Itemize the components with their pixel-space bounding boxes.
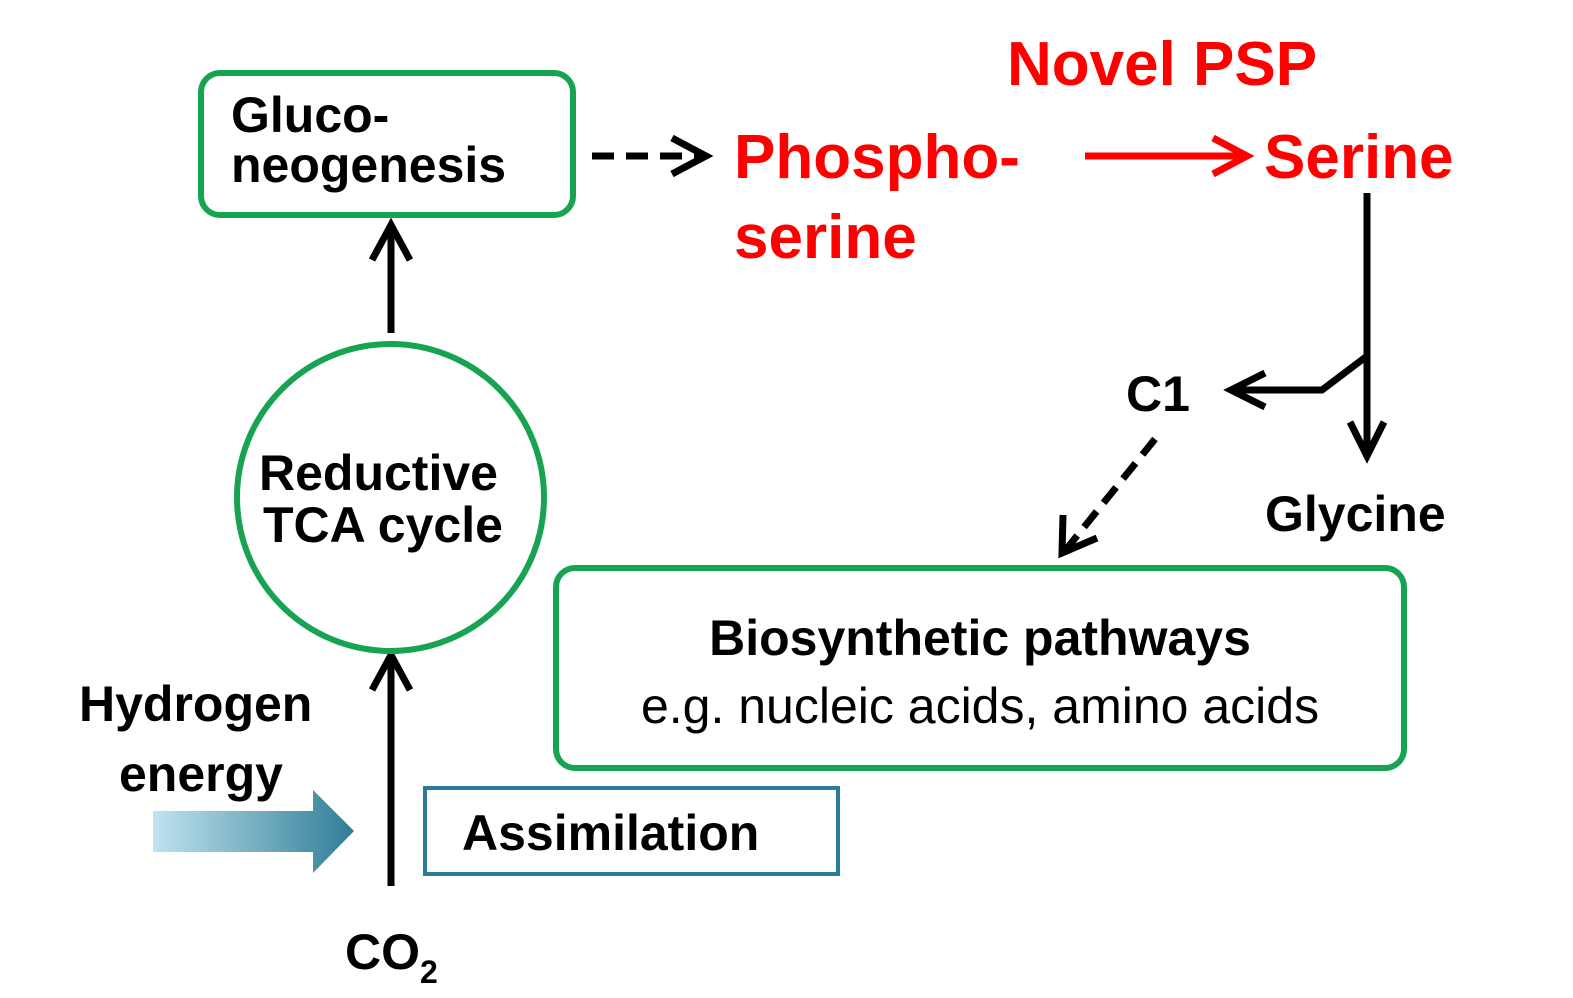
phosphoserine-label-line1: Phospho- xyxy=(734,123,1020,192)
biosynthetic-pathways-box: Biosynthetic pathways e.g. nucleic acids… xyxy=(553,565,1407,771)
phosphoserine-label-line2: serine xyxy=(734,203,917,272)
reductive-tca-label-line2: TCA cycle xyxy=(263,497,503,553)
hydrogen-energy-label-line2: energy xyxy=(119,746,283,802)
arrow-serine-to-glycine xyxy=(1346,193,1388,464)
arrow-co2-to-tca xyxy=(368,647,414,886)
energy-block-arrow xyxy=(153,790,354,873)
biosynthetic-subtitle: e.g. nucleic acids, amino acids xyxy=(640,678,1320,734)
assimilation-box: Assimilation xyxy=(423,786,840,876)
biosynthetic-title: Biosynthetic pathways xyxy=(709,610,1251,666)
gluconeogenesis-box: Gluco- neogenesis xyxy=(198,70,576,218)
serine-label: Serine xyxy=(1264,123,1454,192)
arrow-gluconeogenesis-to-phosphoserine xyxy=(592,134,714,178)
arrow-phosphoserine-to-serine xyxy=(1085,134,1255,178)
assimilation-label: Assimilation xyxy=(462,805,760,861)
glycine-label: Glycine xyxy=(1265,486,1446,542)
hydrogen-energy-label-line1: Hydrogen xyxy=(79,676,313,732)
co2-label-subscript: 2 xyxy=(420,954,438,990)
co2-label: CO2 xyxy=(345,924,438,988)
gluconeogenesis-label-line1: Gluco- xyxy=(231,87,390,143)
reductive-tca-cycle-circle xyxy=(234,341,547,654)
c1-label: C1 xyxy=(1126,366,1190,422)
co2-label-base: CO xyxy=(345,924,420,980)
arrow-serine-to-c1 xyxy=(1223,353,1370,411)
gluconeogenesis-label-line2: neogenesis xyxy=(231,137,507,193)
arrow-c1-to-biosynthetic xyxy=(1058,436,1158,559)
arrow-tca-to-gluconeogenesis xyxy=(368,217,414,333)
novel-psp-label: Novel PSP xyxy=(1007,30,1318,99)
reductive-tca-label-line1: Reductive xyxy=(259,445,498,501)
